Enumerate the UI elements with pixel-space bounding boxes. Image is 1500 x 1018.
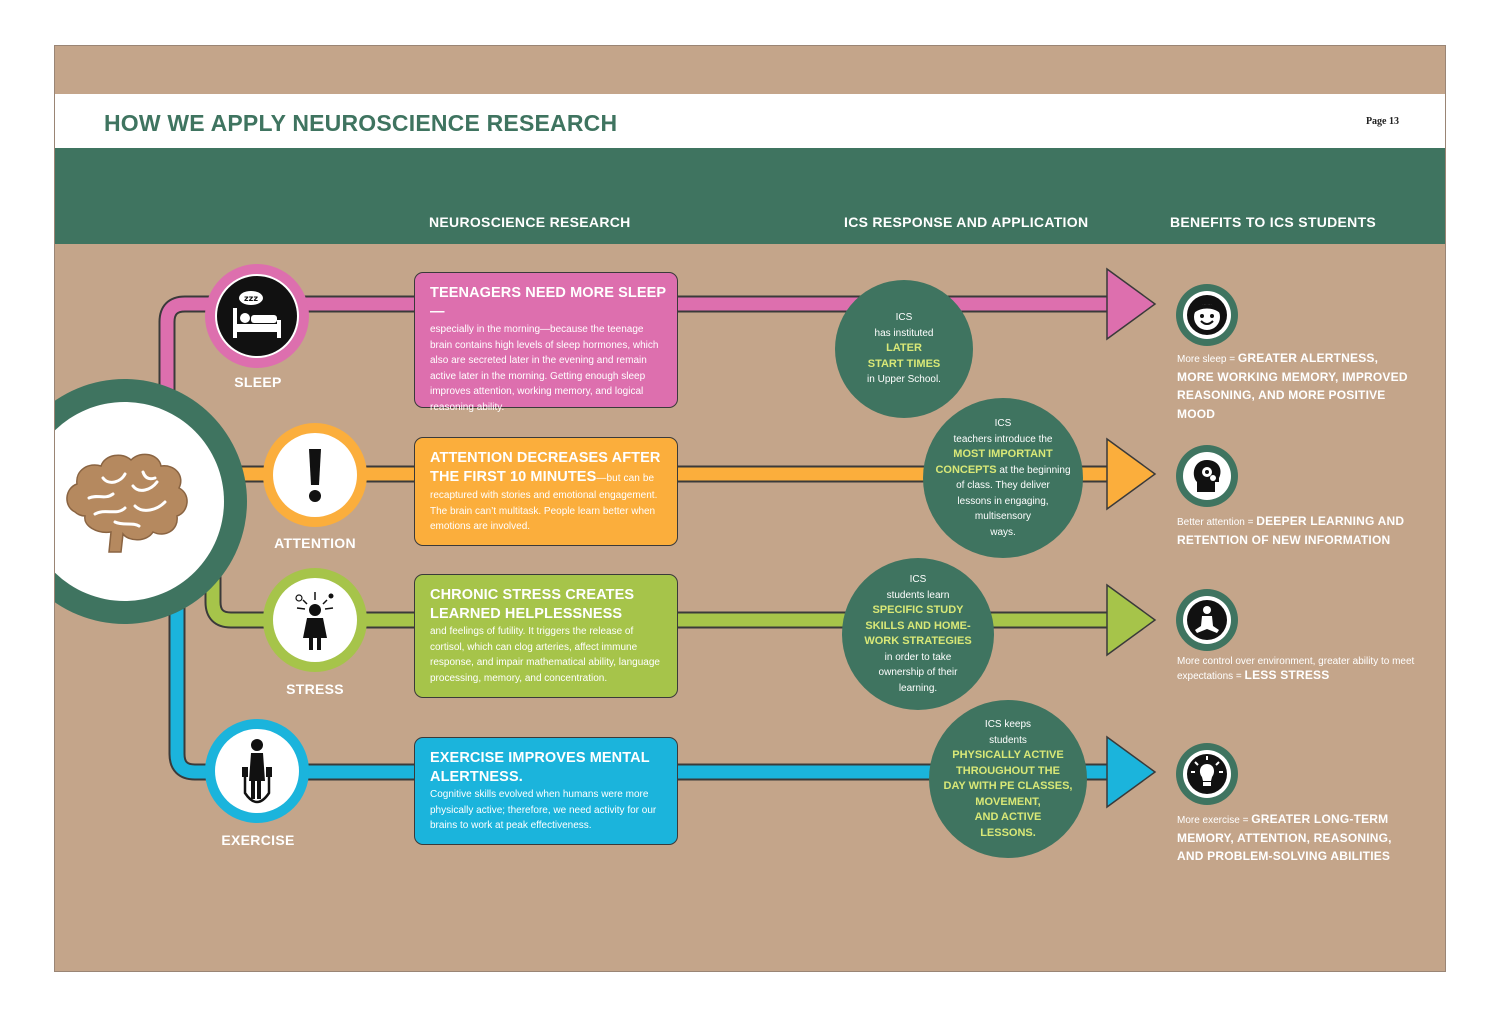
exercise-category-label: EXERCISE	[221, 832, 295, 848]
column-header-research: NEUROSCIENCE RESEARCH	[429, 214, 631, 230]
attention-response-line-3: of class. They deliver	[956, 480, 1050, 491]
attention-research-heading-text: ATTENTION DECREASES AFTER THE FIRST 10 M…	[430, 450, 661, 485]
attention-response-line-4: lessons in engaging,	[957, 495, 1049, 507]
exercise-response-highlight-4: MOVEMENT,	[975, 795, 1041, 808]
stress-response-line-4: ownership of their	[878, 667, 958, 678]
exercise-response-highlight-6: LESSONS.	[980, 826, 1036, 839]
attention-benefit-bold: DEEPER LEARNING AND RETENTION OF NEW INF…	[1177, 514, 1405, 547]
attention-research-box: ATTENTION DECREASES AFTER THE FIRST 10 M…	[414, 437, 678, 546]
stress-response-line-2: students learn	[886, 589, 950, 601]
stress-response-circle: ICS students learn SPECIFIC STUDY SKILLS…	[842, 558, 994, 710]
attention-benefit-lead: Better attention =	[1177, 517, 1257, 528]
exercise-benefit-bold: GREATER LONG-TERM MEMORY, ATTENTION, REA…	[1177, 812, 1392, 863]
stress-benefit-bold: LESS STRESS	[1244, 667, 1330, 682]
exercise-response-circle: ICS keeps students PHYSICALLY ACTIVE THR…	[929, 700, 1087, 858]
head-gear-icon	[1193, 460, 1221, 492]
attention-research-heading-cont: —but can be	[596, 473, 655, 484]
brain-hub	[55, 379, 247, 624]
sleep-response-circle: ICS has instituted LATER START TIMES in …	[835, 280, 973, 418]
sleep-benefit-icon-circle	[1176, 284, 1238, 346]
brain-icon	[66, 453, 188, 553]
attention-response-mixed-rest: at the beginning	[996, 464, 1071, 476]
svg-text:zzz: zzz	[244, 294, 258, 303]
attention-response-highlight-2: CONCEPTS	[935, 463, 997, 476]
stress-response-highlight-1: SPECIFIC STUDY	[872, 604, 964, 616]
attention-category-label: ATTENTION	[274, 535, 356, 551]
sleep-research-box: TEENAGERS NEED MORE SLEEP— especially in…	[414, 272, 678, 413]
lightbulb-icon	[1187, 754, 1227, 794]
exercise-benefit-text: More exercise = GREATER LONG-TERM MEMORY…	[1177, 811, 1417, 867]
stress-response-highlight-3: WORK STRATEGIES	[864, 635, 972, 647]
stress-response-line-3: in order to take	[884, 651, 952, 663]
stressed-person-icon	[295, 592, 334, 650]
stress-arrowhead	[1106, 583, 1157, 657]
exclamation-icon	[309, 449, 321, 502]
exercise-benefit-lead: More exercise =	[1177, 815, 1252, 826]
attention-benefit-text: Better attention = DEEPER LEARNING AND R…	[1177, 513, 1417, 550]
exercise-research-box: EXERCISE IMPROVES MENTAL ALERTNESS. Cogn…	[414, 737, 678, 845]
stress-response-line-5: learning.	[898, 682, 938, 694]
sleep-response-line-1: ICS	[895, 312, 913, 324]
attention-benefit-icon-circle	[1176, 445, 1238, 507]
sleep-response-highlight-1: LATER	[886, 342, 922, 355]
sleep-response-highlight-2: START TIMES	[867, 357, 941, 370]
exercise-response-line-1: ICS keeps	[984, 719, 1032, 730]
stress-benefit-icon-circle	[1176, 589, 1238, 651]
exercise-arrowhead	[1106, 735, 1157, 809]
jump-rope-icon	[242, 739, 272, 804]
stress-research-body: and feelings of futility. It triggers th…	[430, 626, 660, 684]
sleep-benefit-lead: More sleep =	[1177, 354, 1238, 365]
column-header-response: ICS RESPONSE AND APPLICATION	[844, 214, 1089, 230]
sleep-category-circle: zzz	[205, 264, 309, 368]
attention-research-body: recaptured with stories and emotional en…	[430, 490, 658, 532]
stress-category-label: STRESS	[286, 681, 344, 697]
exercise-response-highlight-2: THROUGHOUT THE	[956, 764, 1060, 777]
sleep-research-body: especially in the morning—because the te…	[430, 324, 659, 413]
attention-category-circle	[263, 423, 367, 527]
page-number: Page 13	[1365, 116, 1399, 127]
sleep-benefit-text: More sleep = GREATER ALERTNESS, MORE WOR…	[1177, 350, 1417, 424]
meditation-icon	[1187, 600, 1227, 640]
attention-research-heading: ATTENTION DECREASES AFTER THE FIRST 10 M…	[430, 449, 667, 488]
sleep-flow-line	[158, 267, 1157, 406]
sleep-response-line-2: has instituted	[874, 327, 934, 339]
stress-research-heading: CHRONIC STRESS CREATES LEARNED HELPLESSN…	[430, 587, 635, 622]
attention-response-line-5: multisensory	[974, 511, 1032, 522]
attention-response-line-6: ways.	[990, 526, 1016, 538]
sleep-response-line-3: in Upper School.	[867, 374, 941, 386]
column-header-band: NEUROSCIENCE RESEARCH ICS RESPONSE AND A…	[55, 148, 1445, 244]
smiley-face-icon	[1187, 295, 1227, 335]
exercise-benefit-icon-circle	[1176, 743, 1238, 805]
title-bar: HOW WE APPLY NEUROSCIENCE RESEARCH Page …	[55, 94, 1445, 148]
exercise-flow-line	[168, 606, 1157, 809]
attention-response-line-2: teachers introduce the	[953, 433, 1053, 445]
stress-flow-line	[204, 556, 1157, 657]
stress-category-circle	[263, 568, 367, 672]
exercise-response-highlight-1: PHYSICALLY ACTIVE	[952, 749, 1064, 761]
exercise-response-highlight-5: AND ACTIVE	[974, 811, 1042, 823]
exercise-response-highlight-3: DAY WITH PE CLASSES,	[943, 780, 1073, 792]
attention-response-mixed-line: CONCEPTS at the beginning	[935, 463, 1070, 479]
page-title: HOW WE APPLY NEUROSCIENCE RESEARCH	[104, 110, 618, 136]
stress-research-box: CHRONIC STRESS CREATES LEARNED HELPLESSN…	[414, 574, 678, 698]
infographic-page: HOW WE APPLY NEUROSCIENCE RESEARCH Page …	[54, 45, 1446, 972]
exercise-research-heading: EXERCISE IMPROVES MENTAL ALERTNESS.	[430, 750, 650, 785]
stress-benefit-text: More control over environment, greater a…	[1177, 655, 1417, 683]
attention-arrowhead	[1106, 437, 1157, 511]
stress-response-line-1: ICS	[909, 574, 927, 585]
exercise-research-body: Cognitive skills evolved when humans wer…	[430, 789, 657, 831]
exercise-category-circle	[205, 719, 309, 823]
stress-benefit-lead: More control over environment, greater a…	[1177, 656, 1415, 682]
sleep-research-heading: TEENAGERS NEED MORE SLEEP—	[430, 285, 667, 320]
attention-response-line-1: ICS	[994, 418, 1012, 429]
bed-sleep-icon: zzz	[217, 276, 297, 356]
sleep-category-label: SLEEP	[234, 374, 282, 390]
exercise-response-line-2: students	[989, 734, 1027, 746]
attention-response-highlight-1: MOST IMPORTANT	[953, 448, 1053, 460]
sleep-benefit-bold: GREATER ALERTNESS, MORE WORKING MEMORY, …	[1177, 351, 1408, 421]
column-header-benefits: BENEFITS TO ICS STUDENTS	[1170, 214, 1377, 230]
sleep-arrowhead	[1106, 267, 1157, 341]
stress-response-highlight-2: SKILLS AND HOME-	[865, 619, 971, 632]
attention-response-circle: ICS teachers introduce the MOST IMPORTAN…	[923, 398, 1083, 558]
